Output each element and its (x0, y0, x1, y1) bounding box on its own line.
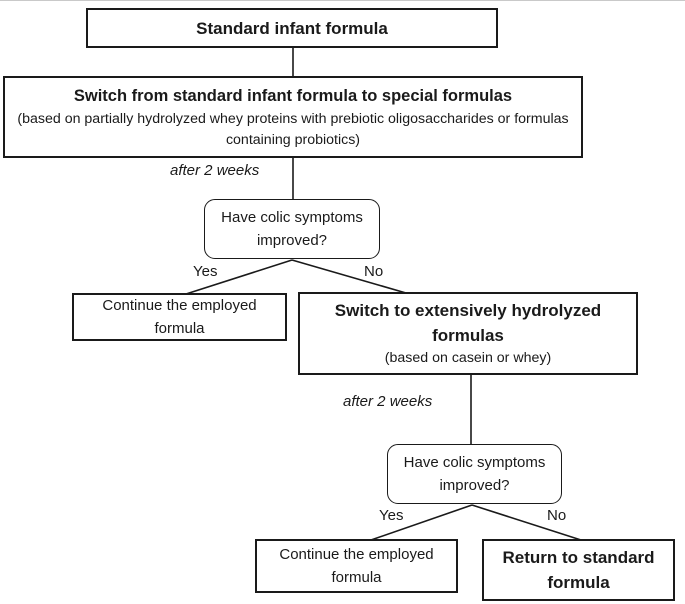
edge-label-yes-2: Yes (379, 507, 404, 524)
edge-decision1-no (291, 259, 407, 294)
edge-label-after-2-weeks-1: after 2 weeks (170, 162, 260, 179)
node-standard-infant-formula: Standard infant formula (86, 8, 498, 48)
node-continue-employed-formula-2: Continue the employed formula (255, 539, 458, 593)
node-continue-1-label: Continue the employed formula (102, 297, 257, 337)
node-continue-employed-formula-1: Continue the employed formula (72, 293, 287, 341)
node-switch-special-subtitle: (based on partially hydrolyzed whey prot… (17, 110, 569, 148)
node-switch-extensively-hydrolyzed: Switch to extensively hydrolyzed formula… (298, 292, 638, 375)
node-switch-special-title: Switch from standard infant formula to s… (73, 86, 513, 105)
node-return-to-standard-formula: Return to standard formula (482, 539, 675, 601)
node-decision-2-label: Have colic symptoms improved? (403, 454, 546, 494)
edge-decision1-yes (185, 259, 293, 295)
edge-decision2-yes (370, 504, 473, 541)
node-decision-colic-improved-2: Have colic symptoms improved? (387, 444, 562, 504)
node-decision-1-label: Have colic symptoms improved? (221, 209, 363, 249)
node-switch-ehf-subtitle: (based on casein or whey) (384, 350, 552, 366)
edge-label-yes-1: Yes (193, 263, 218, 280)
node-switch-special-formulas: Switch from standard infant formula to s… (3, 76, 583, 158)
node-standard-infant-formula-label: Standard infant formula (196, 18, 388, 38)
edge-decision2-no (471, 504, 582, 541)
edge-label-after-2-weeks-2: after 2 weeks (343, 393, 433, 410)
node-decision-colic-improved-1: Have colic symptoms improved? (204, 199, 380, 259)
edge-label-no-2: No (547, 507, 567, 524)
node-return-standard-label: Return to standard formula (502, 548, 655, 592)
node-continue-2-label: Continue the employed formula (279, 546, 434, 586)
node-switch-ehf-title: Switch to extensively hydrolyzed formula… (334, 301, 602, 345)
edge-label-no-1: No (364, 263, 384, 280)
